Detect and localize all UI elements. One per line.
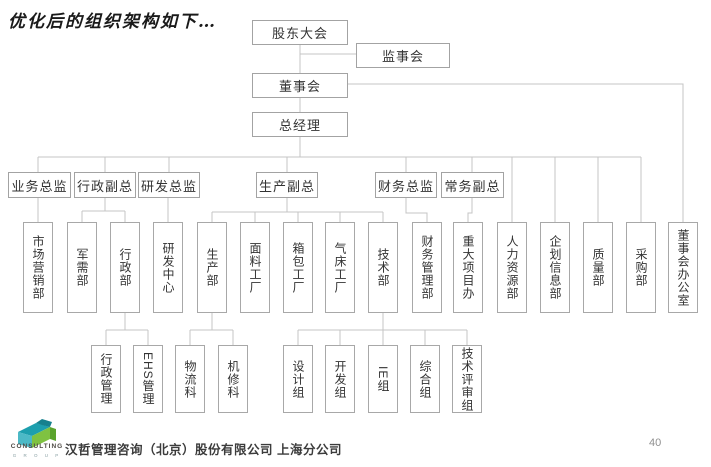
consulting-logo-icon [18,419,56,448]
node-rd-director: 研发总监 [138,172,200,198]
page-number: 40 [649,437,662,449]
node-production-dept: 生产部 [197,222,227,313]
node-rd-center: 研发中心 [153,222,183,313]
node-label: 行政管理 [99,353,113,405]
node-label: 常务副总 [444,178,501,194]
slide-title: 优化后的组织架构如下… [8,12,217,32]
node-board-office: 董事会办公室 [668,222,698,313]
node-label: 面料工厂 [248,241,262,294]
node-label: 人力资源部 [505,235,519,300]
connector-path [37,45,684,345]
node-admin-dept: 行政部 [110,222,140,313]
node-shareholders-meeting: 股东大会 [252,20,348,45]
node-label: 技术部 [376,248,390,287]
node-ehs-mgmt: EHS管理 [133,345,163,413]
node-label: 生产部 [205,248,219,287]
node-tech-review-group: 技术评审组 [452,345,482,413]
node-label: 行政部 [118,248,132,287]
node-planning-info-dept: 企划信息部 [540,222,570,313]
node-fabric-factory: 面料工厂 [240,222,270,313]
node-label: 技术评审组 [460,346,474,412]
node-executive-vp: 常务副总 [441,172,504,198]
node-major-projects-office: 重大项目办 [453,222,483,313]
node-label: 研发中心 [161,241,175,294]
node-bag-factory: 箱包工厂 [283,222,313,313]
node-purchasing-dept: 采购部 [626,222,656,313]
node-ie-group: IE组 [368,345,398,413]
node-label: 机修科 [226,359,240,399]
node-design-group: 设计组 [283,345,313,413]
node-label: 综合组 [418,359,432,399]
node-label: 研发总监 [140,178,197,194]
node-label: 气床工厂 [333,241,347,294]
node-finance-director: 财务总监 [375,172,437,198]
node-label: 生产副总 [258,178,315,194]
node-development-group: 开发组 [325,345,355,413]
logo-brand-text: CONSULTING [10,443,64,450]
node-label: EHS管理 [141,352,155,406]
node-machine-repair-section: 机修科 [218,345,248,413]
node-label: 设计组 [291,359,305,399]
node-label: 箱包工厂 [291,241,305,294]
node-label: 行政副总 [76,178,133,194]
node-finance-mgmt-dept: 财务管理部 [412,222,442,313]
node-label: 军需部 [75,248,89,287]
node-general-affairs-group: 综合组 [410,345,440,413]
node-admin-mgmt: 行政管理 [91,345,121,413]
node-general-manager: 总经理 [252,112,348,137]
company-name: 汉哲管理咨询（北京）股份有限公司 上海分公司 [65,443,342,457]
node-label: 重大项目办 [461,235,475,300]
node-airbed-factory: 气床工厂 [325,222,355,313]
node-label: 股东大会 [271,26,328,41]
node-label: IE组 [376,365,390,393]
node-production-vp: 生产副总 [256,172,318,198]
node-business-director: 业务总监 [8,172,71,198]
node-label: 董事会 [278,79,321,94]
node-label: 质量部 [591,248,605,287]
node-marketing-dept: 市场营销部 [23,222,53,313]
node-label: 财务管理部 [420,235,434,300]
node-label: 物流科 [183,359,197,399]
node-label: 监事会 [381,49,424,64]
node-admin-vp: 行政副总 [74,172,136,198]
node-label: 开发组 [333,359,347,399]
node-hr-dept: 人力资源部 [497,222,527,313]
node-quality-dept: 质量部 [583,222,613,313]
node-label: 市场营销部 [31,235,45,300]
logo-brand-subtext: G R O U P [12,453,62,458]
node-supervisory-board: 监事会 [356,43,450,68]
node-label: 财务总监 [377,178,434,194]
node-label: 采购部 [634,248,648,287]
node-military-supply-dept: 军需部 [67,222,97,313]
node-label: 业务总监 [11,178,68,194]
node-board-of-directors: 董事会 [252,73,348,98]
node-logistics-section: 物流科 [175,345,205,413]
node-label: 董事会办公室 [676,228,690,307]
node-label: 企划信息部 [548,235,562,300]
node-label: 总经理 [278,118,321,133]
node-technology-dept: 技术部 [368,222,398,313]
